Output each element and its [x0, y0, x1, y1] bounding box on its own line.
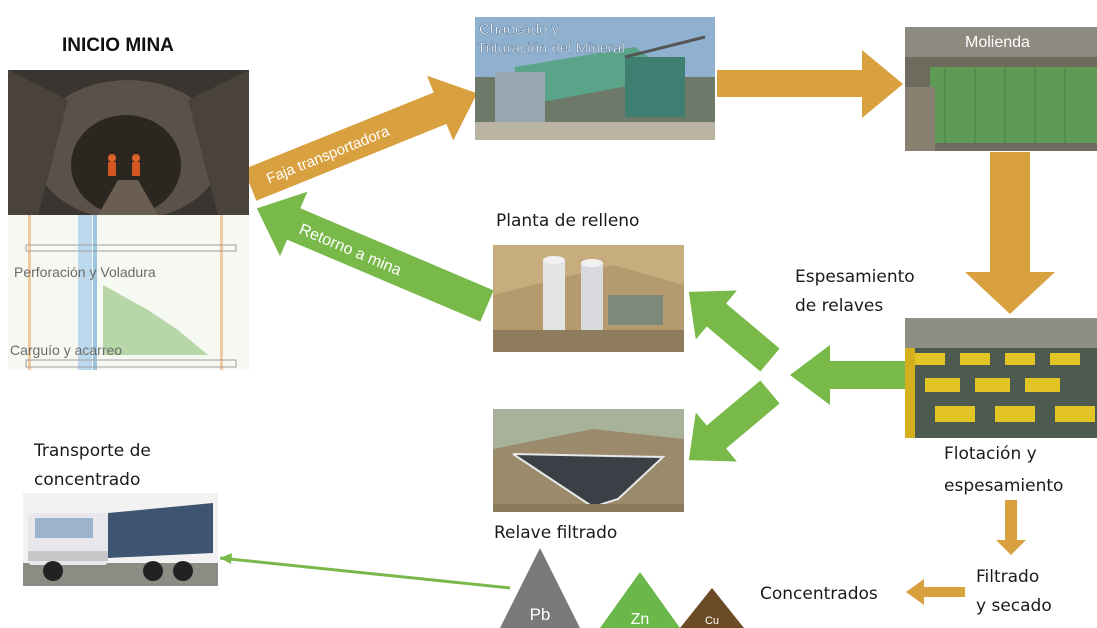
- chancado-to-molienda-arrow: [717, 50, 903, 118]
- chancado-label-2: Trituración del Mineral: [477, 40, 625, 57]
- planta-relleno-label: Planta de relleno: [496, 211, 640, 231]
- cu-label: Cu: [705, 615, 719, 627]
- perforacion-label: Perforación y Voladura: [14, 264, 156, 280]
- flotacion-image: [905, 318, 1097, 438]
- relave-filtrado-image: [493, 409, 684, 512]
- mine-tunnel-image: [8, 70, 249, 215]
- relave-filtrado-label: Relave filtrado: [494, 523, 618, 543]
- pb-triangle: [500, 548, 580, 628]
- filtrado-label-1: Filtrado: [976, 567, 1040, 587]
- chancado-image: Chancado y Trituración del Mineral: [475, 17, 715, 140]
- retorno-a-mina-arrow: [256, 191, 494, 322]
- concentrados-label: Concentrados: [760, 584, 878, 604]
- concentrado-to-transporte-line: [219, 556, 511, 590]
- chancado-label-1: Chancado y: [479, 21, 560, 38]
- cu-triangle: [680, 588, 744, 628]
- espesamiento-to-relave-arrow: [688, 380, 780, 462]
- filtrado-to-concentrados-arrow: [906, 579, 965, 605]
- truck-image: [23, 493, 218, 586]
- perforacion-diagram-image: Perforación y Voladura Carguío y acarreo: [8, 215, 249, 370]
- inicio-mina-title: INICIO MINA: [62, 35, 174, 56]
- zn-label: Zn: [631, 611, 650, 628]
- espesamiento-to-planta-arrow: [688, 290, 780, 372]
- flotacion-label-1: Flotación y: [944, 444, 1037, 464]
- espesamiento-label-2: de relaves: [795, 296, 884, 316]
- transporte-label-1: Transporte de: [34, 441, 151, 461]
- molienda-label: Molienda: [965, 34, 1030, 51]
- filtrado-label-2: y secado: [976, 596, 1052, 616]
- faja-transportadora-arrow: Faja transportadora: [243, 75, 478, 201]
- concentrates-group: Pb Zn Cu: [500, 548, 744, 628]
- pb-label: Pb: [530, 605, 551, 624]
- molienda-to-flotacion-arrow: [965, 152, 1055, 314]
- zn-triangle: [600, 572, 680, 628]
- transporte-label-2: concentrado: [34, 470, 141, 490]
- carguio-label: Carguío y acarreo: [10, 342, 122, 358]
- planta-relleno-image: [493, 245, 684, 352]
- molienda-image: Molienda: [905, 27, 1097, 151]
- flotacion-label-2: espesamiento: [944, 476, 1064, 496]
- flotacion-to-espesamiento-arrow: [790, 345, 905, 405]
- espesamiento-label-1: Espesamiento: [795, 267, 915, 287]
- flotacion-to-filtrado-arrow: [996, 500, 1026, 555]
